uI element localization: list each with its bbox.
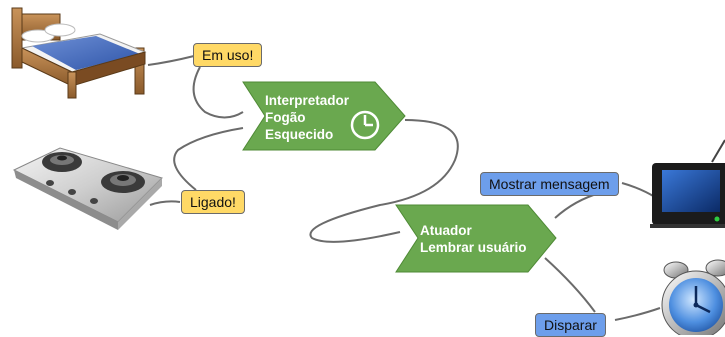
clock-icon xyxy=(350,110,380,140)
label-trigger: Disparar xyxy=(535,313,606,337)
process-actuator xyxy=(395,204,557,273)
connector-interpreter-to-actuator xyxy=(309,119,459,243)
interpreter-line-1: Interpretador xyxy=(265,93,350,108)
stove-icon xyxy=(12,147,163,230)
connector-message-to-tv xyxy=(621,182,656,198)
actuator-line-1: Atuador xyxy=(420,223,472,238)
connector-trigger-to-clock xyxy=(614,307,661,321)
label-on: Ligado! xyxy=(181,190,245,214)
connector-label-to-interpreter xyxy=(192,66,244,119)
connector-actuator-to-message xyxy=(554,192,601,219)
connector-bed-to-label xyxy=(147,55,195,66)
connector-label-to-interpreter-2 xyxy=(173,127,244,191)
connector-stove-to-label xyxy=(149,200,181,206)
alarm-clock-icon xyxy=(661,259,725,335)
label-in-use: Em uso! xyxy=(193,43,263,67)
bed-icon xyxy=(11,7,147,99)
tv-icon xyxy=(650,139,725,228)
actuator-text: Atuador Lembrar usuário xyxy=(420,222,527,256)
connector-actuator-to-trigger xyxy=(544,257,596,313)
label-show-message: Mostrar mensagem xyxy=(480,172,619,196)
process-interpreter xyxy=(242,81,406,151)
actuator-line-2: Lembrar usuário xyxy=(420,240,527,255)
connectors xyxy=(147,55,661,321)
interpreter-line-3: Esquecido xyxy=(265,127,334,142)
interpreter-text: Interpretador Fogão Esquecido xyxy=(265,92,349,143)
interpreter-line-2: Fogão xyxy=(265,110,306,125)
